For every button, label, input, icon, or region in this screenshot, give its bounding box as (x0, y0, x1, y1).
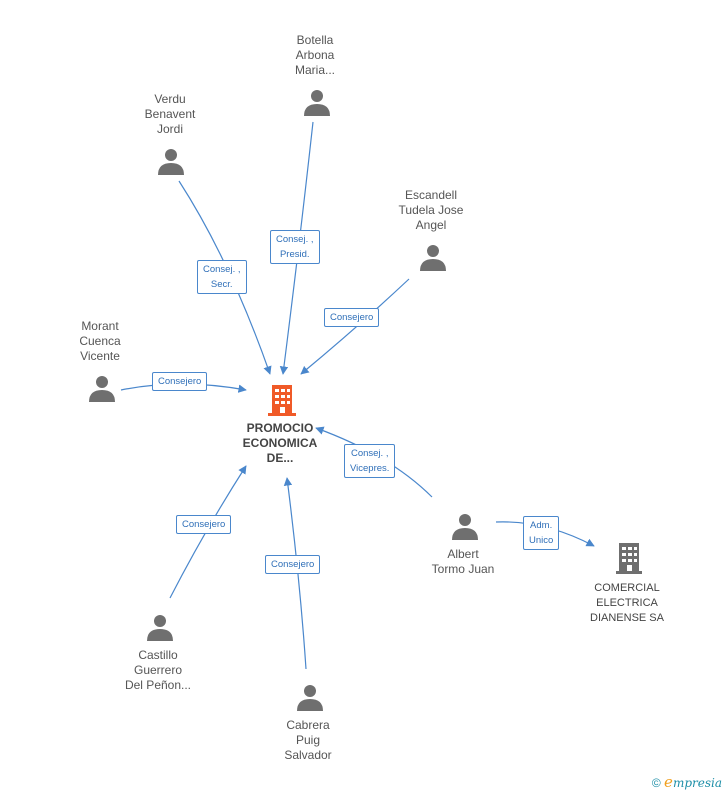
person-cabrera-name[interactable]: Cabrera Puig Salvador (284, 718, 332, 762)
company-comercial-name[interactable]: COMERCIAL ELECTRICA DIANENSE SA (590, 582, 664, 624)
center-line-1: PROMOCIO (246, 421, 314, 435)
center-company-name[interactable]: PROMOCIO ECONOMICA DE... (230, 421, 330, 466)
person-icon[interactable] (146, 613, 174, 641)
role-label-castillo[interactable]: Consejero (176, 515, 232, 534)
person-icon[interactable] (419, 243, 447, 271)
role-label-botella[interactable]: Consej. , Presid. (270, 230, 320, 264)
building-icon[interactable] (614, 541, 644, 575)
person-castillo-name[interactable]: Castillo Guerrero Del Peñon... (124, 648, 192, 692)
role-label-escandell[interactable]: Consejero (324, 308, 380, 327)
person-botella-name[interactable]: Botella Arbona Maria... (294, 33, 335, 77)
brand-e: e (664, 773, 673, 791)
role-label-morant[interactable]: Consejero (152, 372, 208, 391)
role-label-albert[interactable]: Consej. , Vicepres. (344, 444, 396, 478)
person-escandell-name[interactable]: Escandell Tudela Jose Angel (398, 188, 464, 232)
person-icon[interactable] (303, 88, 331, 116)
person-icon[interactable] (88, 374, 116, 402)
person-morant-name[interactable]: Morant Cuenca Vicente (79, 319, 121, 363)
brand-name: mpresia (672, 776, 722, 790)
building-icon[interactable] (266, 383, 298, 417)
role-label-albert-company[interactable]: Adm. Unico (523, 516, 560, 550)
edge-cabrera (283, 477, 307, 670)
person-albert-name[interactable]: Albert Tormo Juan (431, 547, 495, 576)
person-verdu-name[interactable]: Verdu Benavent Jordi (144, 92, 196, 136)
center-line-3: DE... (266, 451, 294, 465)
role-label-verdu[interactable]: Consej. , Secr. (197, 260, 247, 294)
person-icon[interactable] (157, 147, 185, 175)
role-label-cabrera[interactable]: Consejero (265, 555, 321, 574)
copyright-icon: © (651, 776, 661, 790)
center-line-2: ECONOMICA (242, 436, 318, 450)
person-icon[interactable] (296, 683, 324, 711)
person-icon[interactable] (451, 512, 479, 540)
brand-watermark: © empresia (652, 773, 722, 791)
